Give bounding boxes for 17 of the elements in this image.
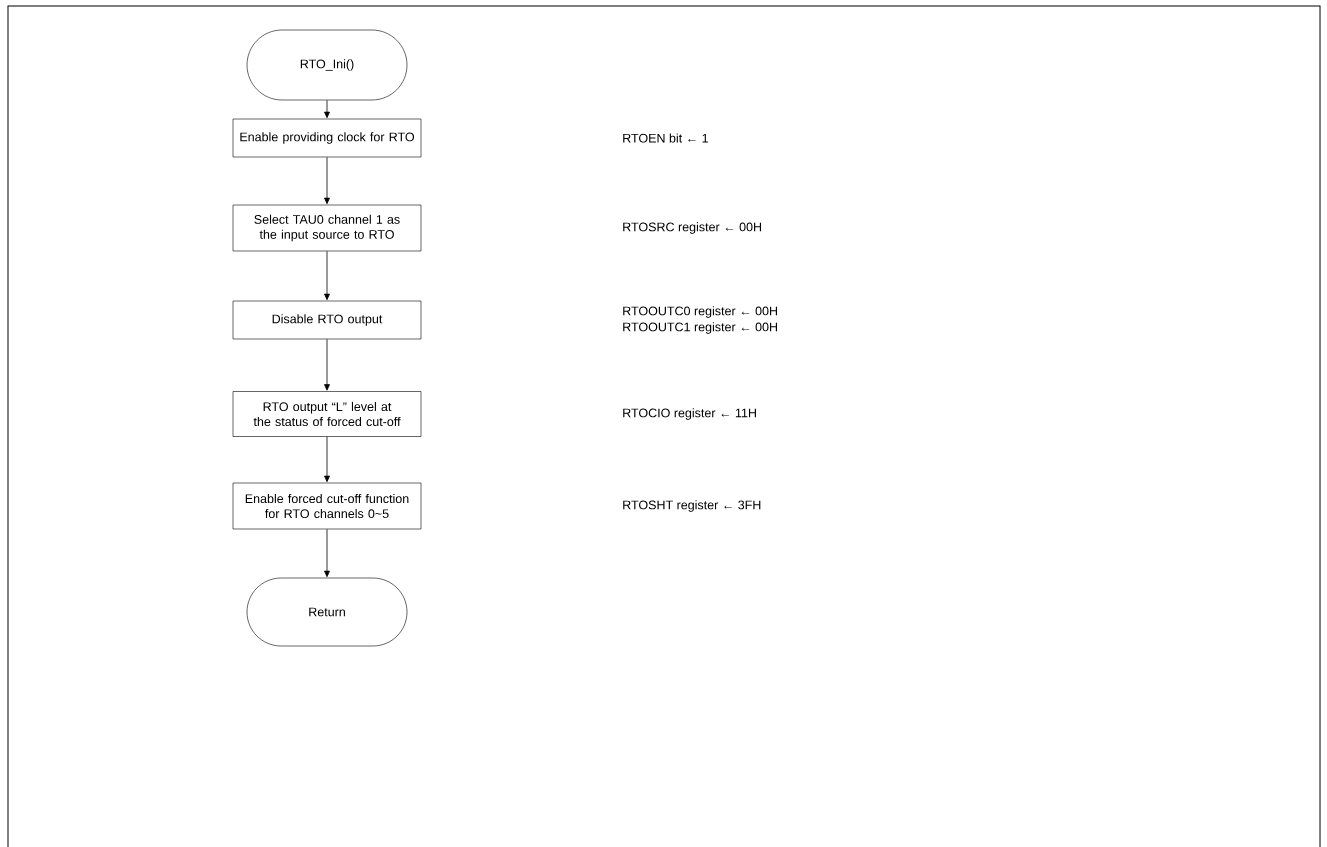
arrow — [324, 250, 330, 301]
process-box: RTO output “L” level at the status of forced cut-off — [232, 391, 422, 437]
arrow — [324, 99, 330, 119]
register-note: RTOEN bit ← 1 — [623, 133, 708, 143]
register-note: RTOCIO register ← 11H — [623, 408, 756, 420]
process-box: Select TAU0 channel 1 as the input source to RTO — [232, 204, 422, 252]
process-box: Enable providing clock for RTO — [232, 118, 422, 158]
arrow — [324, 156, 330, 205]
arrow — [324, 338, 330, 391]
arrow — [324, 528, 330, 578]
register-note: RTOOUTC0 register ← 00H — [623, 306, 777, 318]
process-box: Enable forced cut-off function for RTO channels 0~5 — [232, 482, 422, 530]
register-note: RTOSHT register ← 3FH — [623, 500, 761, 512]
register-note: RTOOUTC1 register ← 00H — [623, 322, 777, 334]
arrow — [324, 436, 330, 483]
register-note: RTOSRC register ← 00H — [623, 222, 762, 234]
process-box: Disable RTO output — [232, 300, 422, 340]
